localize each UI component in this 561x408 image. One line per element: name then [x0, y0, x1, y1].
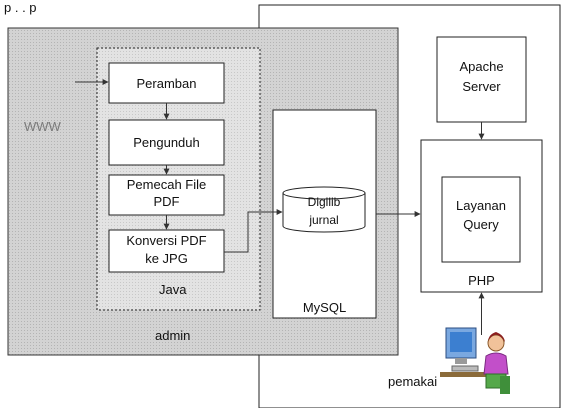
pemecah-label-2: PDF — [154, 194, 180, 209]
konversi-label-1: Konversi PDF — [126, 233, 206, 248]
layanan-label-1: Layanan — [456, 198, 506, 213]
apache-box — [436, 36, 527, 123]
www-label: WWW — [24, 119, 62, 134]
java-label: Java — [159, 282, 187, 297]
layanan-label-2: Query — [463, 217, 499, 232]
user-at-computer-icon — [440, 327, 510, 394]
db-label-2: jurnal — [308, 213, 338, 227]
database-icon — [282, 186, 366, 233]
pemecah-box — [108, 174, 225, 216]
apache-label-1: Apache — [459, 59, 503, 74]
konversi-box — [108, 229, 225, 273]
user-label: pemakai — [388, 374, 437, 389]
apache-label-2: Server — [462, 79, 501, 94]
layanan-query-box — [441, 176, 521, 263]
top-caption: p . . p — [4, 0, 37, 15]
peramban-label: Peramban — [137, 76, 197, 91]
mysql-label: MySQL — [303, 300, 346, 315]
peramban-box — [108, 62, 225, 104]
admin-label: admin — [155, 328, 190, 343]
konversi-label-2: ke JPG — [145, 251, 188, 266]
pengunduh-label: Pengunduh — [133, 135, 200, 150]
pemecah-label-1: Pemecah File — [127, 177, 206, 192]
arrow-konversi-db — [224, 209, 283, 253]
db-label-1: Digilib — [308, 195, 341, 209]
pengunduh-box — [108, 119, 225, 166]
php-label: PHP — [468, 273, 495, 288]
